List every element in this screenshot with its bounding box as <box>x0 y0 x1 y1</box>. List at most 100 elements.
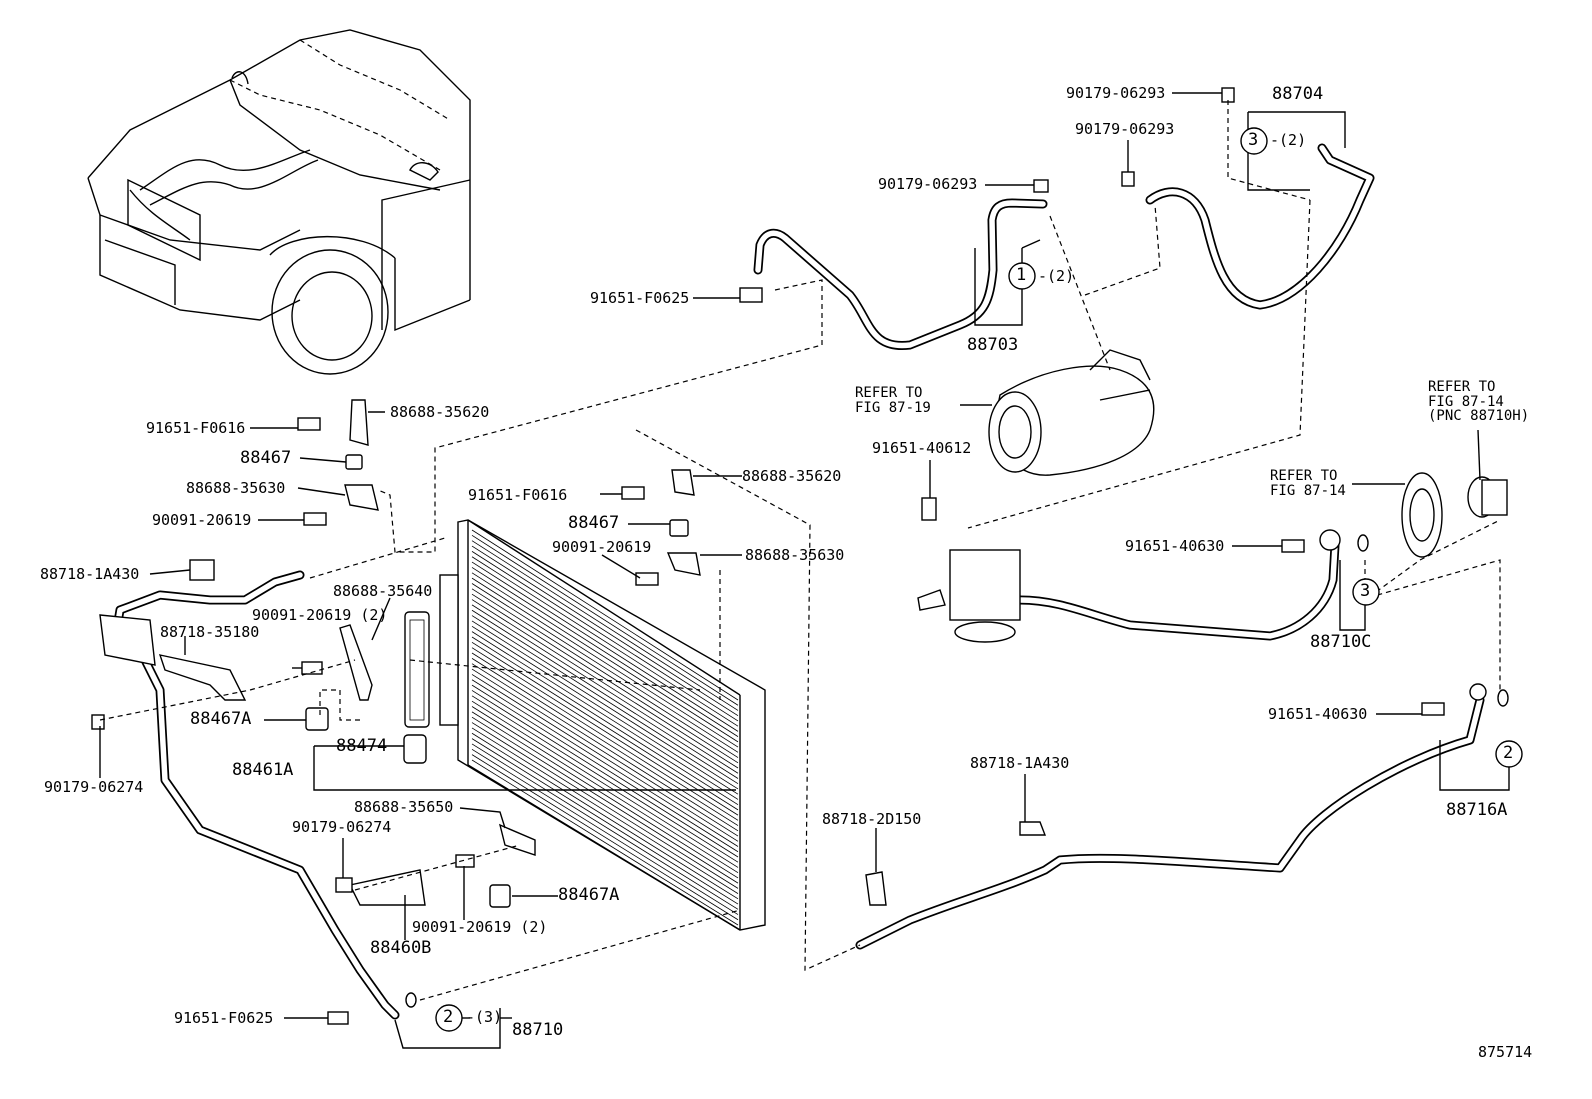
condenser-fin-line <box>471 561 739 732</box>
part-label-88703: 88703 <box>967 335 1019 355</box>
qty-label-3-2: -(2) <box>1270 131 1307 149</box>
part-label-88688-35620-center: 88688-35620 <box>742 467 842 485</box>
part-label-88688-35640: 88688-35640 <box>333 582 433 600</box>
condenser-fin-line <box>471 652 739 821</box>
callout-number-3-top: 3 <box>1248 130 1259 150</box>
part-label-91651-f0616-center: 91651-F0616 <box>468 486 568 504</box>
part-label-91651-40630-b: 91651-40630 <box>1268 705 1368 723</box>
condenser-fin-line <box>471 695 739 863</box>
part-label-90091-20619-2b: 90091-20619 (2) <box>412 918 548 936</box>
condenser-fin-line <box>471 658 739 826</box>
callout-circle-2-bottom <box>435 1004 463 1032</box>
condenser-fin-line <box>471 577 739 748</box>
condenser-fin-line <box>471 700 739 868</box>
part-label-90091-20619-left: 90091-20619 <box>152 511 252 529</box>
condenser-fin-line <box>471 545 739 717</box>
condenser-fin-line <box>471 738 739 905</box>
part-label-90179-06274-left: 90179-06274 <box>44 778 144 796</box>
part-label-90179-06293-c: 90179-06293 <box>878 175 978 193</box>
callout-circle-2-right <box>1495 740 1523 768</box>
condenser-fin-line <box>471 668 739 837</box>
condenser-fin-line <box>471 674 739 842</box>
part-label-88716a: 88716A <box>1446 800 1508 820</box>
qty-label-2-3: -(3) <box>466 1008 503 1026</box>
compressor <box>988 349 1155 476</box>
part-label-91651-f0616-left: 91651-F0616 <box>146 419 246 437</box>
part-label-88704: 88704 <box>1272 84 1324 104</box>
condenser-fin-line <box>471 620 739 790</box>
condenser-fin-line <box>471 556 739 727</box>
condenser-fin-line <box>471 551 739 722</box>
part-label-91651-f0625-bottom: 91651-F0625 <box>174 1009 274 1027</box>
relation-dashed-lines <box>99 100 1501 1001</box>
part-label-88718-2d150: 88718-2D150 <box>822 810 922 828</box>
condenser-fin-line <box>471 732 739 900</box>
callout-circles <box>435 127 1523 1032</box>
condenser-fin-line <box>471 759 739 926</box>
condenser-fin-line <box>471 722 739 889</box>
condenser-fin-line <box>471 711 739 879</box>
note-refer-fig-87-14-pnc: REFER TO FIG 87-14 (PNC 88710H) <box>1428 379 1530 425</box>
part-label-88467a-left: 88467A <box>190 709 252 729</box>
condenser-fin-line <box>471 625 739 795</box>
callout-number-2-right: 2 <box>1503 743 1514 763</box>
condenser-fin-line <box>471 748 739 915</box>
condenser-fin-line <box>471 615 739 785</box>
part-label-90091-20619-center: 90091-20619 <box>552 538 652 556</box>
condenser-fin-line <box>471 690 739 858</box>
condenser-fin-line <box>471 604 739 774</box>
condenser-fin-line <box>471 641 739 811</box>
part-label-90179-06293-a: 90179-06293 <box>1066 84 1166 102</box>
condenser-fin-line <box>471 754 739 921</box>
vehicle-outline-illustration <box>87 29 471 375</box>
part-label-88467-left: 88467 <box>240 448 292 468</box>
figure-number: 875714 <box>1478 1043 1533 1061</box>
part-label-90179-06293-b: 90179-06293 <box>1075 120 1175 138</box>
condenser-fin-line <box>471 529 739 701</box>
part-label-88718-1a430-right: 88718-1A430 <box>970 754 1070 772</box>
part-label-88688-35630-left: 88688-35630 <box>186 479 286 497</box>
part-label-91651-f0625-top: 91651-F0625 <box>590 289 690 307</box>
condenser-fin-line <box>471 743 739 910</box>
callout-number-2-bottom: 2 <box>443 1007 454 1027</box>
condenser-fin-line <box>471 567 739 737</box>
callout-number-1: 1 <box>1016 265 1027 285</box>
condenser-fin-line <box>471 647 739 816</box>
condenser-fin-line <box>471 572 739 743</box>
condenser-core <box>404 519 766 931</box>
callout-number-3-right: 3 <box>1360 581 1371 601</box>
part-label-88718-1a430-left: 88718-1A430 <box>40 565 140 583</box>
callout-circle-3-top <box>1240 127 1268 155</box>
condenser-fin-line <box>471 593 739 764</box>
condenser-fin-line <box>471 716 739 884</box>
part-label-88461a: 88461A <box>232 760 294 780</box>
condenser-fin-line <box>471 540 739 711</box>
receiver-bracket-assembly <box>917 549 1021 643</box>
part-label-90179-06274-center: 90179-06274 <box>292 818 392 836</box>
condenser-fin-line <box>471 631 739 800</box>
part-label-91651-40612: 91651-40612 <box>872 439 972 457</box>
condenser-fin-line <box>471 636 739 805</box>
condenser-fin-line <box>471 679 739 847</box>
note-refer-fig-87-14: REFER TO FIG 87-14 <box>1270 468 1346 499</box>
condenser-fin-line <box>471 684 739 853</box>
condenser-fin-line <box>471 727 739 894</box>
part-label-88460b: 88460B <box>370 938 432 958</box>
note-refer-fig-87-19: REFER TO FIG 87-19 <box>855 385 931 416</box>
part-label-88718-35180: 88718-35180 <box>160 623 260 641</box>
part-label-88474: 88474 <box>336 736 388 756</box>
condenser-fin-line <box>471 583 739 753</box>
condenser-fin-line <box>471 599 739 769</box>
condenser-fin-line <box>471 663 739 832</box>
part-label-90091-20619-2a: 90091-20619 (2) <box>252 606 388 624</box>
refrigerant-pipes <box>110 143 1485 1020</box>
clutch-pulley <box>1401 472 1508 558</box>
part-label-88688-35620-left: 88688-35620 <box>390 403 490 421</box>
condenser-fin-line <box>471 588 739 758</box>
part-label-88710c: 88710C <box>1310 632 1372 652</box>
leader-lines <box>99 92 1510 1049</box>
part-label-88710: 88710 <box>512 1020 564 1040</box>
part-label-88467a-center: 88467A <box>558 885 620 905</box>
part-label-88688-35650: 88688-35650 <box>354 798 454 816</box>
